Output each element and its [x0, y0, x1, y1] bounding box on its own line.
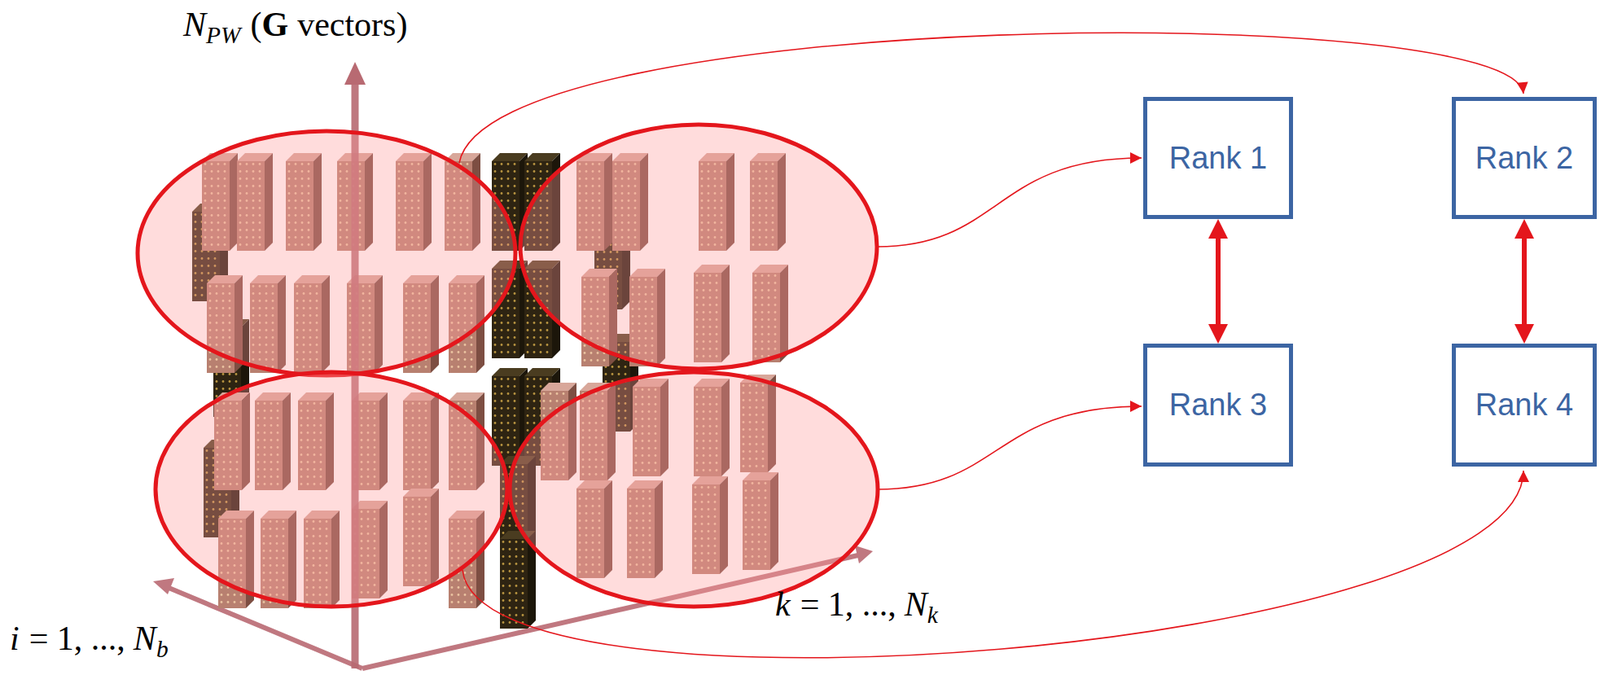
- distribution-ellipses: [137, 124, 878, 607]
- rank-box: Rank 4: [1451, 343, 1597, 467]
- axis-label-part: G: [261, 5, 289, 44]
- axis-head: [344, 61, 366, 85]
- axis-label-part: N: [183, 5, 207, 44]
- axis-label-part: PW: [206, 21, 241, 49]
- rank-label: Rank 3: [1169, 387, 1267, 423]
- communication-arrow: [1215, 238, 1221, 325]
- ellipse: [520, 124, 877, 369]
- axis-label-part: i: [9, 619, 20, 658]
- axis-label-part: = 1, ...,: [29, 619, 126, 658]
- ellipse: [137, 131, 516, 376]
- axis-label: i= 1, ...,Nb: [9, 618, 169, 664]
- rank-label: Rank 4: [1475, 387, 1574, 423]
- axis-label-part: (: [249, 5, 262, 44]
- axis-label-part: k: [775, 585, 791, 623]
- rank-box: Rank 3: [1143, 343, 1294, 467]
- axis-label-part: vectors): [297, 5, 408, 44]
- rank-label: Rank 1: [1169, 140, 1267, 176]
- axis-head: [153, 578, 175, 595]
- rank-label: Rank 2: [1475, 140, 1574, 176]
- ellipse: [509, 372, 878, 607]
- rank-box: Rank 1: [1143, 96, 1294, 220]
- axis-label-part: b: [156, 635, 169, 662]
- ellipse: [155, 372, 508, 607]
- axis-label-part: k: [927, 601, 939, 628]
- axis-label-part: N: [133, 619, 157, 658]
- assignment-curves: [459, 32, 1524, 658]
- axis-label-part: N: [904, 585, 928, 623]
- assignment-curve: [459, 32, 1524, 163]
- axis-label-part: = 1, ...,: [800, 585, 897, 623]
- rank-box: Rank 2: [1451, 96, 1597, 220]
- assignment-curve: [877, 406, 1142, 490]
- assignment-curve: [462, 470, 1524, 658]
- axis-head: [854, 545, 873, 564]
- axis-label: k= 1, ...,Nk: [775, 584, 939, 630]
- axis-label: NPW (Gvectors): [183, 4, 408, 50]
- assignment-curve: [876, 157, 1142, 247]
- communication-arrow: [1521, 238, 1527, 325]
